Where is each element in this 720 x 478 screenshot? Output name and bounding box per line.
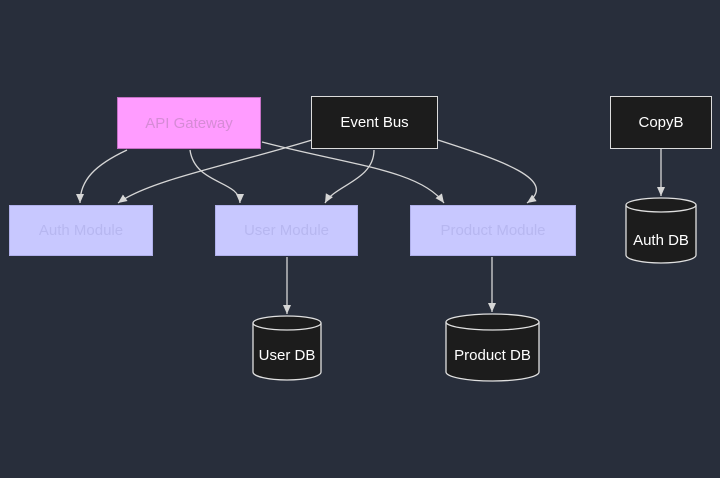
db-label: User DB <box>258 347 316 364</box>
database-cylinder-icon <box>445 313 540 382</box>
node-copy-b[interactable]: CopyB <box>610 96 712 149</box>
node-product-module[interactable]: Product Module <box>410 205 576 256</box>
node-label: CopyB <box>638 114 684 131</box>
node-label: Event Bus <box>340 114 409 131</box>
edge-gateway-user <box>189 149 244 204</box>
node-user-module[interactable]: User Module <box>215 205 358 256</box>
node-label: API Gateway <box>145 114 233 132</box>
db-label: Product DB <box>454 347 531 364</box>
database-cylinder-icon <box>625 197 697 264</box>
node-user-db[interactable]: User DB <box>252 315 322 381</box>
node-label: Auth Module <box>38 222 124 239</box>
node-event-bus[interactable]: Event Bus <box>311 96 438 149</box>
edge-eventbus-product <box>437 139 537 204</box>
node-api-gateway[interactable]: API Gateway <box>117 97 261 149</box>
node-product-db[interactable]: Product DB <box>445 313 540 382</box>
node-auth-module[interactable]: Auth Module <box>9 205 153 256</box>
node-auth-db[interactable]: Auth DB <box>625 197 697 264</box>
edge-gateway-product <box>261 141 445 204</box>
edge-eventbus-auth <box>117 139 313 204</box>
edge-eventbus-user <box>324 149 375 204</box>
db-label: Auth DB <box>633 232 689 249</box>
node-label: Product Module <box>440 222 546 239</box>
edge-gateway-auth <box>76 149 128 204</box>
node-label: User Module <box>243 222 330 239</box>
database-cylinder-icon <box>252 315 322 381</box>
